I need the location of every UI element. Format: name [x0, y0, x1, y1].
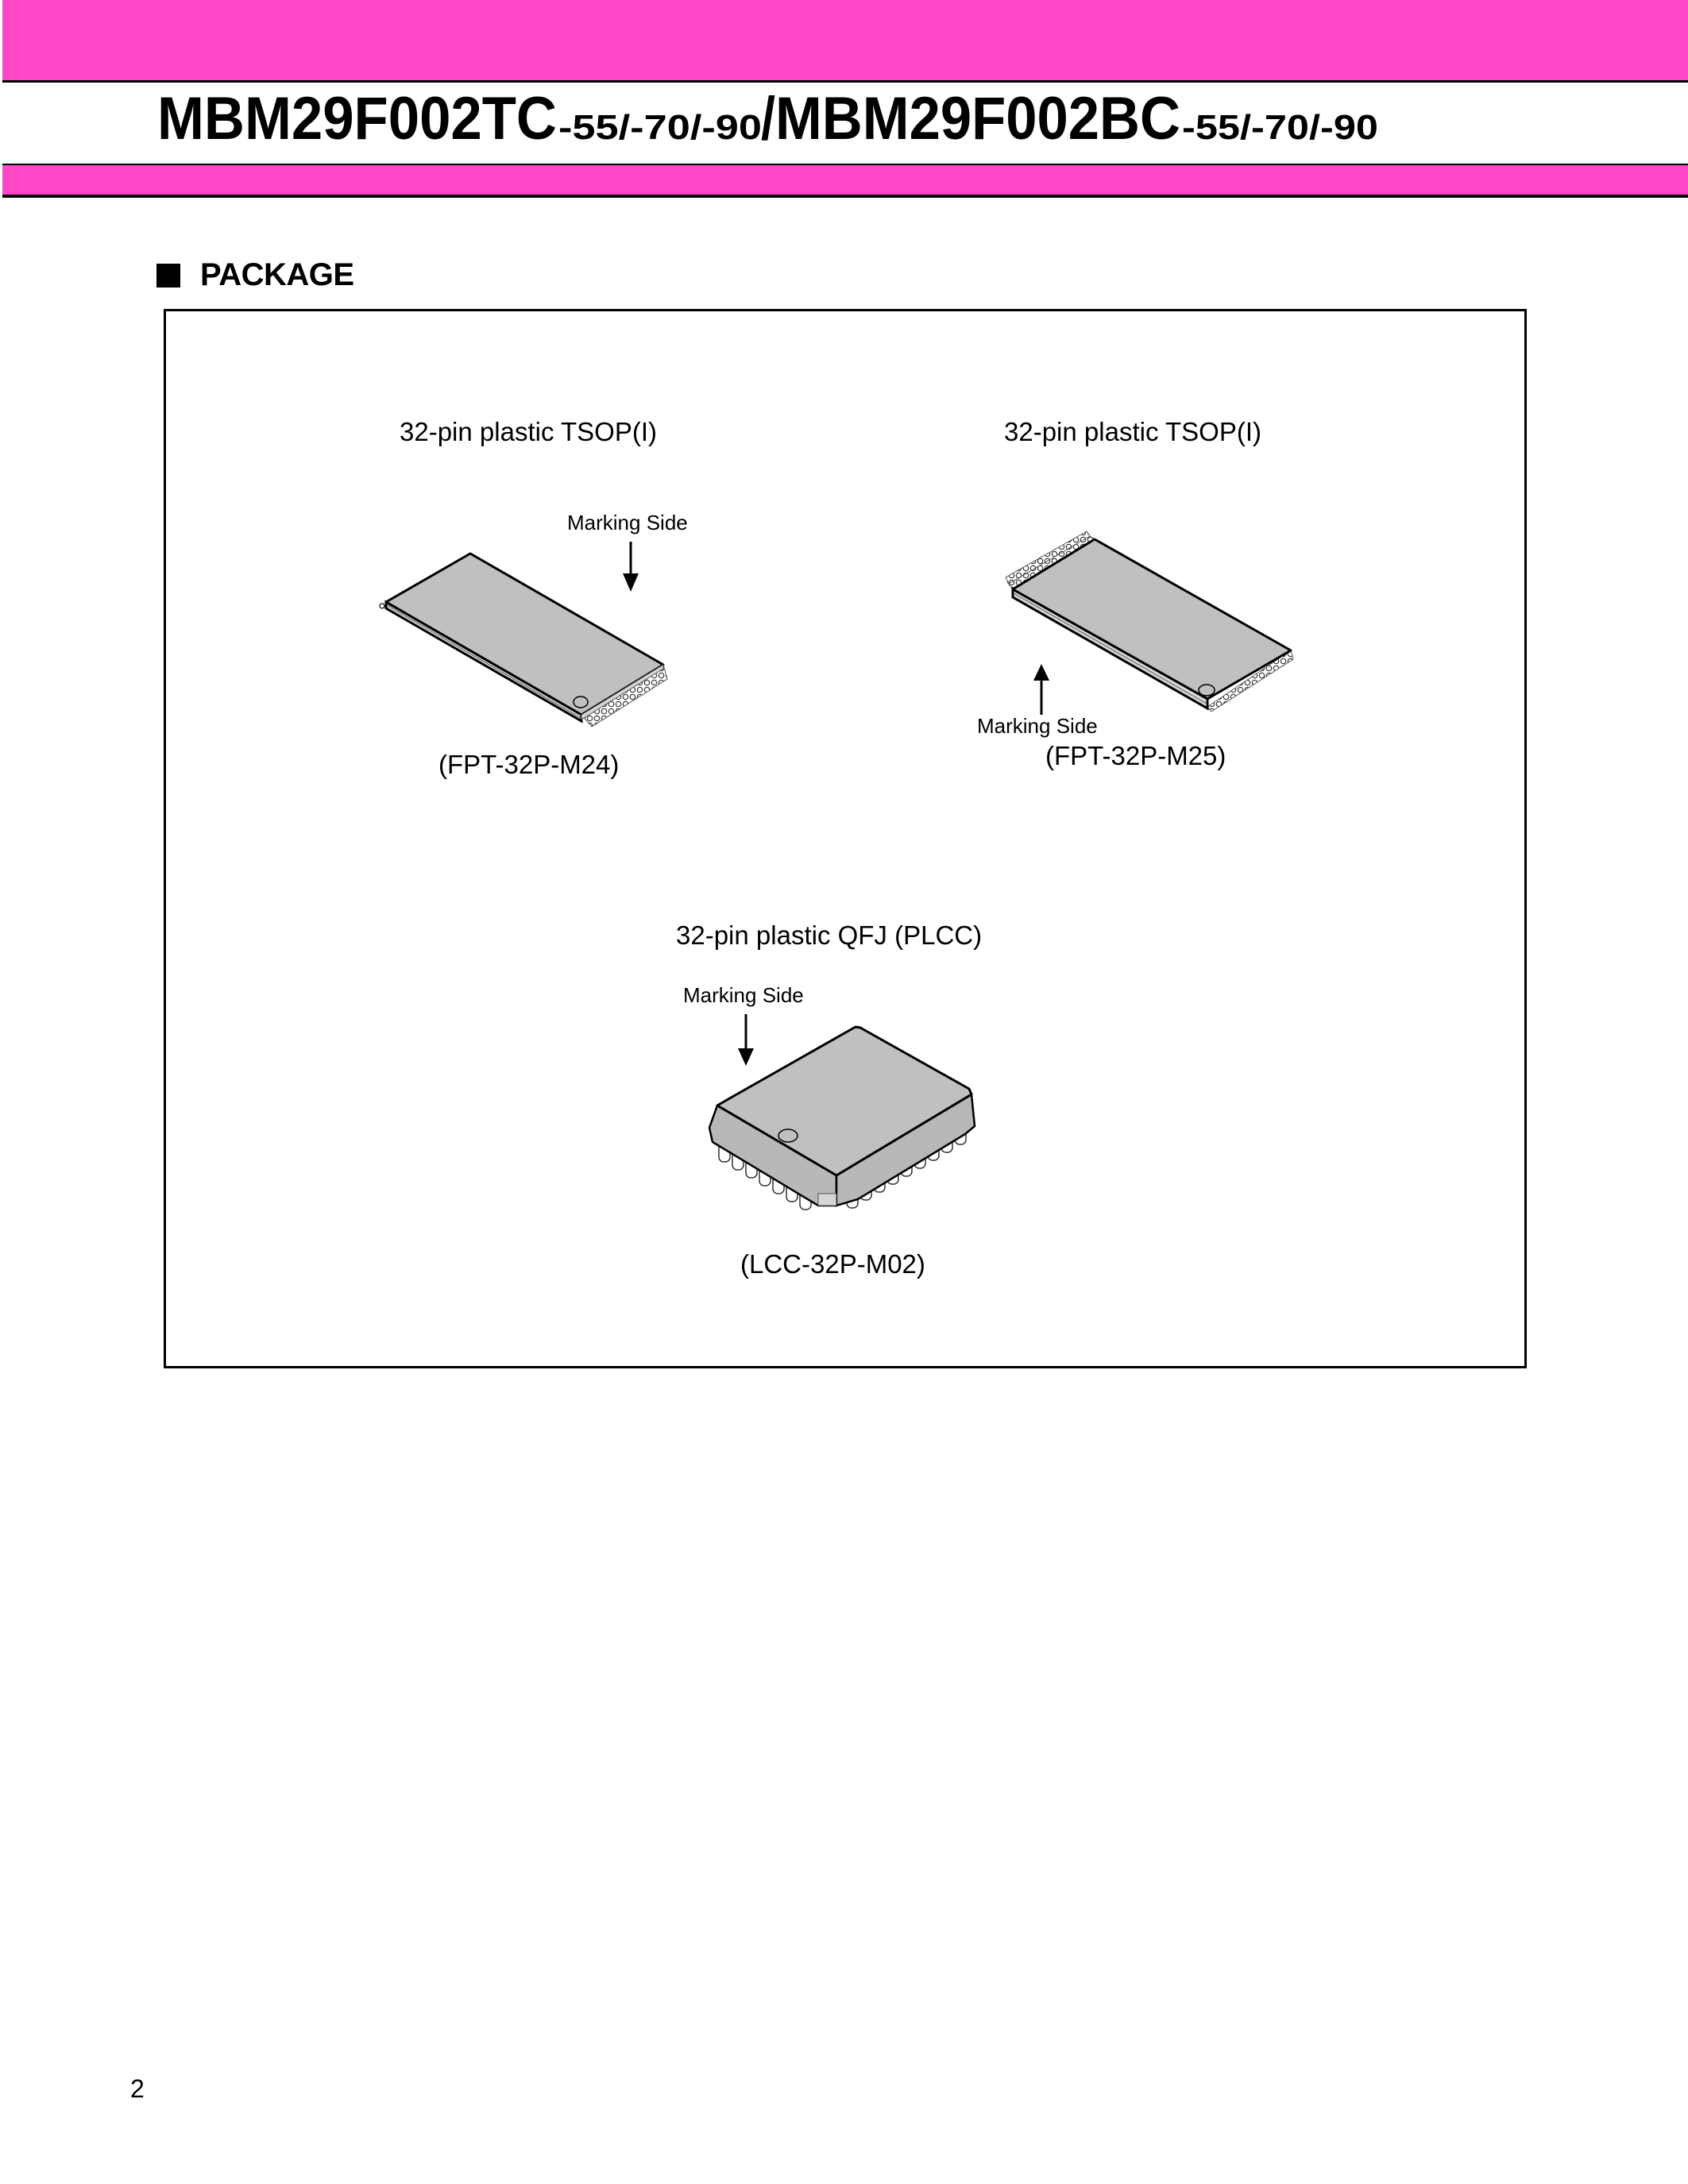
package-2-code: (FPT-32P-M25): [1045, 741, 1226, 770]
section-title: PACKAGE: [200, 257, 354, 292]
part-number-top: MBM29F002TC: [157, 85, 557, 152]
part-number-bottom: MBM29F002BC: [775, 85, 1180, 152]
package-3-marking-label: Marking Side: [683, 983, 804, 1007]
speed-grades-top: -55/-70/-90: [558, 108, 762, 147]
package-drawings: [379, 531, 1294, 1210]
plcc-icon: [708, 1014, 976, 1210]
speed-grades-bottom: -55/-70/-90: [1182, 108, 1378, 147]
page-number: 2: [130, 2074, 145, 2103]
document-title: MBM29F002TC -55/-70/-90 / MBM29F002BC -5…: [157, 85, 1378, 152]
package-2-title: 32-pin plastic TSOP(I): [1004, 417, 1262, 446]
package-3-code: (LCC-32P-M02): [740, 1249, 925, 1279]
header-bottom-band: [2, 164, 1688, 198]
package-2-marking-label: Marking Side: [977, 714, 1098, 738]
package-figure-frame: [164, 309, 1527, 1368]
package-3-title: 32-pin plastic QFJ (PLCC): [676, 920, 983, 950]
section-bullet-icon: [156, 264, 180, 287]
tsop-m24-icon: [379, 542, 668, 727]
tsop-m25-icon: [1005, 531, 1294, 715]
title-separator: /: [761, 85, 775, 152]
package-1-title: 32-pin plastic TSOP(I): [400, 417, 658, 446]
package-1-marking-label: Marking Side: [567, 511, 688, 534]
package-1-code: (FPT-32P-M24): [438, 750, 620, 779]
header-top-band: [2, 0, 1688, 83]
